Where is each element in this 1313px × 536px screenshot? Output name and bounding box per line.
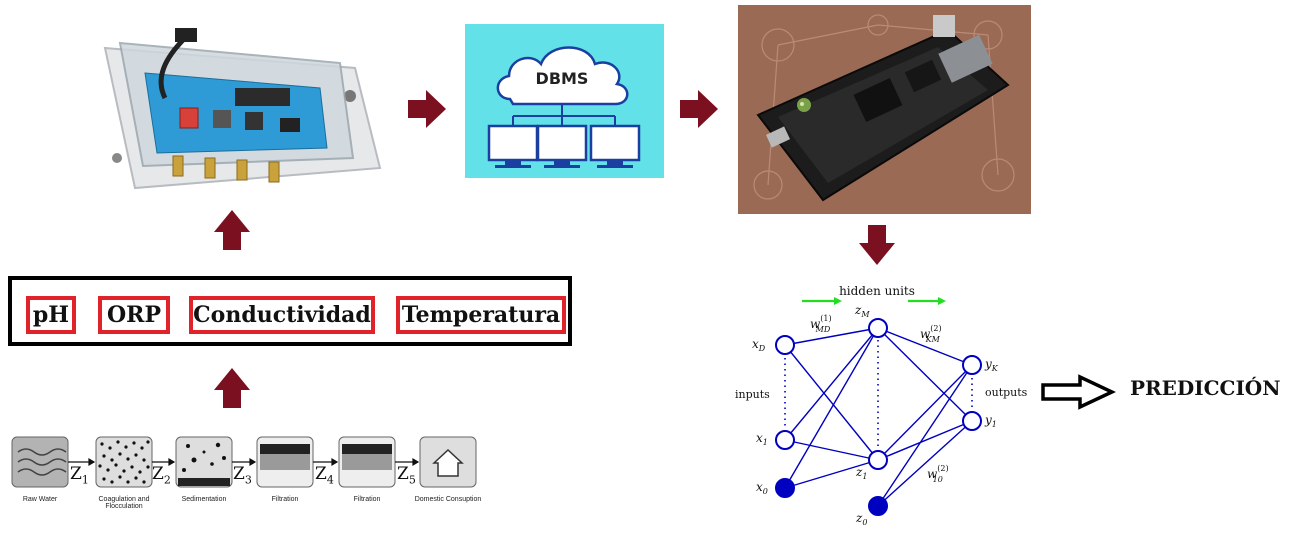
label-z1: z1 (855, 465, 867, 481)
monitor-icon (487, 124, 539, 168)
dbms-network-diagram: DBMS (487, 46, 641, 168)
z-label: Z1 (70, 464, 89, 487)
label-x0: x0 (756, 480, 768, 496)
node-x1 (775, 430, 795, 450)
stage-label: Sedimentation (181, 496, 227, 503)
outline-arrow-right (1041, 374, 1116, 410)
treatment-stage-icons (11, 436, 477, 488)
sensor-device-image (103, 28, 382, 190)
node-yK (962, 355, 982, 375)
outputs-label: outputs (985, 386, 1028, 399)
prediction-label: PREDICCIÓN (1130, 376, 1281, 400)
inputs-label: inputs (735, 388, 770, 401)
stage-label: Filtration (271, 496, 299, 503)
z-label: Z2 (152, 464, 171, 487)
dbms-label: DBMS (536, 69, 589, 88)
monitor-icon (589, 124, 641, 168)
node-zM (868, 318, 888, 338)
label-yK: yK (984, 357, 999, 373)
parameter-ph: pH (26, 296, 76, 334)
neural-network-diagram: hidden units inputs outputs xD x1 x0 zM … (735, 284, 1028, 527)
stage-label: Coagulation and Flocculation (98, 496, 150, 510)
coagulation-icon (95, 436, 153, 488)
monitor-icon (536, 124, 588, 168)
filtration-icon (256, 436, 314, 488)
stage-label: Filtration (353, 496, 381, 503)
arrow-down-1 (859, 225, 895, 265)
parameter-orp: ORP (98, 296, 170, 334)
parameter-conductivity: Conductividad (189, 296, 375, 334)
node-z1 (868, 450, 888, 470)
weight-label-w10: w(2)10 (927, 464, 949, 484)
water-treatment-chain: Z1 Z2 Z3 Z4 Z5 Raw Water Coagulation and… (8, 430, 488, 530)
z-label: Z3 (233, 464, 252, 487)
arrow-up-1 (214, 210, 250, 250)
parameters-box: pH ORP Conductividad Temperatura (8, 276, 572, 346)
stage-label: Domestic Consuption (414, 496, 482, 503)
cloud-icon (496, 46, 629, 106)
stage-label: Raw Water (22, 496, 58, 503)
house-icon (419, 436, 477, 488)
label-x1: x1 (756, 431, 768, 447)
node-xD (775, 335, 795, 355)
dbms-panel: DBMS (465, 24, 664, 178)
label-z0: z0 (855, 511, 867, 527)
parameter-temperature: Temperatura (396, 296, 566, 334)
hidden-units-label: hidden units (839, 284, 915, 298)
weight-label-w2: w(2)KM (920, 324, 942, 344)
weight-label-w1: w(1)MD (810, 314, 832, 334)
node-y1 (962, 411, 982, 431)
z-label: Z5 (397, 464, 416, 487)
arrow-right-1 (408, 90, 446, 128)
raw-water-icon (11, 436, 69, 488)
label-xD: xD (752, 337, 766, 353)
label-y1: y1 (984, 413, 997, 429)
board-computer-image (738, 5, 1031, 214)
label-zM: zM (854, 303, 870, 319)
z-label: Z4 (315, 464, 334, 487)
node-z0 (868, 496, 888, 516)
sedimentation-icon (175, 436, 233, 488)
node-x0 (775, 478, 795, 498)
arrow-up-2 (214, 368, 250, 408)
arrow-right-2 (680, 90, 718, 128)
filtration-icon (338, 436, 396, 488)
